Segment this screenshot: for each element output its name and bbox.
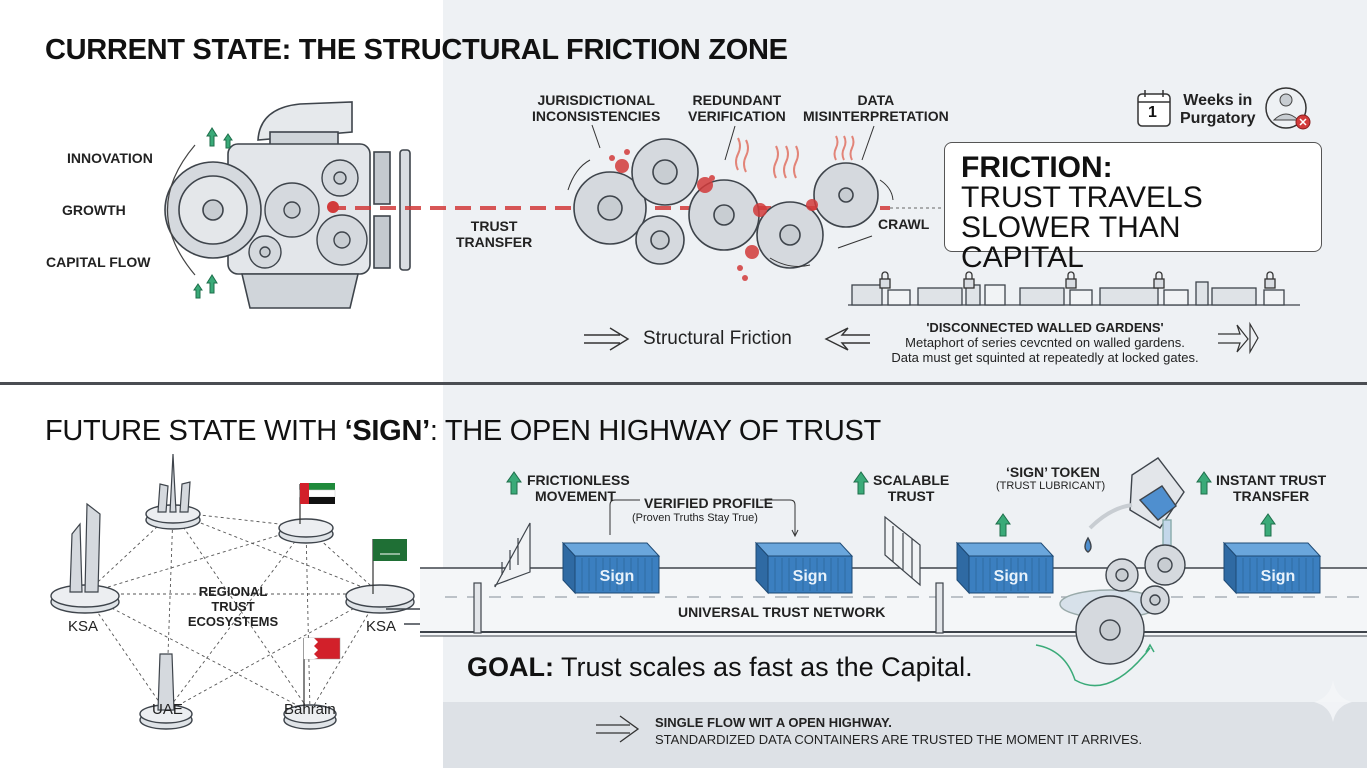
token-title: ‘SIGN’ TOKEN — [1006, 464, 1100, 480]
trust-transfer-label: TRUST TRANSFER — [456, 218, 533, 250]
sparkle-icon — [1314, 680, 1352, 722]
sign-container: Sign — [561, 541, 661, 595]
benefit-frictionless: FRICTIONLESS MOVEMENT — [527, 472, 630, 504]
engine-gear-large — [164, 161, 262, 259]
future-state-title: FUTURE STATE WITH ‘SIGN’: THE OPEN HIGHW… — [45, 415, 881, 447]
universal-network-label: UNIVERSAL TRUST NETWORK — [678, 604, 886, 620]
friction-point-jurisdictional: JURISDICTIONAL INCONSISTENCIES — [532, 92, 661, 124]
double-arrow-right-icon — [596, 715, 640, 743]
sign-container: Sign — [955, 541, 1055, 595]
bahrain-flag — [303, 637, 341, 712]
friction-line-2: SLOWER THAN CAPITAL — [961, 211, 1181, 274]
city-towers — [69, 453, 191, 711]
regional-network-diagram — [50, 453, 440, 730]
sign-container: Sign — [1222, 541, 1322, 595]
section-divider — [0, 382, 1367, 385]
container-label: Sign — [994, 568, 1029, 585]
user-blocked-icon — [1265, 87, 1311, 130]
token-subtitle: (TRUST LUBRICANT) — [996, 480, 1106, 492]
friction-callout: FRICTION: TRUST TRAVELS SLOWER THAN CAPI… — [944, 142, 1322, 273]
uae-flag — [299, 483, 336, 524]
lubricated-gears — [1059, 544, 1186, 665]
node-bahrain: Bahrain — [284, 701, 336, 718]
sign-container: Sign — [754, 541, 854, 595]
calendar-icon — [1137, 90, 1171, 127]
sign-containers: Sign Sign Sign Sign — [561, 541, 1322, 595]
benefit-instant: INSTANT TRUST TRANSFER — [1216, 472, 1327, 504]
walled-gardens-illustration — [848, 281, 1300, 306]
friction-line-1: TRUST TRAVELS — [961, 181, 1203, 214]
calendar-number: 1 — [1148, 104, 1157, 121]
open-gate — [473, 522, 531, 634]
capital-flow-label: CAPITAL FLOW — [46, 254, 151, 270]
network-center-label: REGIONAL TRUST ECOSYSTEMS — [187, 584, 279, 629]
friction-heading: FRICTION: — [961, 151, 1113, 184]
footer-band — [443, 702, 1367, 768]
weeks-in-purgatory: Weeks in Purgatory — [1180, 92, 1256, 127]
open-gate — [884, 515, 944, 634]
structural-friction-label: Structural Friction — [643, 328, 792, 349]
growth-label: GROWTH — [62, 202, 126, 218]
innovation-label: INNOVATION — [67, 150, 153, 166]
walled-gardens-caption: 'DISCONNECTED WALLED GARDENS' Metaphort … — [891, 320, 1199, 365]
friction-gear-cluster — [573, 138, 879, 269]
saudi-flag — [372, 539, 407, 594]
blocked-arrows-icon — [1218, 321, 1259, 355]
footer-caption: SINGLE FLOW WIT A OPEN HIGHWAY. STANDARD… — [655, 715, 1143, 747]
container-label: Sign — [600, 568, 635, 585]
benefit-scalable: SCALABLE TRUST — [873, 472, 950, 504]
node-uae: UAE — [152, 701, 183, 718]
container-label: Sign — [1261, 568, 1296, 585]
node-ksa-right: KSA — [366, 618, 397, 635]
container-label: Sign — [793, 568, 828, 585]
verified-profile-subtitle: (Proven Truths Stay True) — [632, 512, 758, 524]
verified-profile-title: VERIFIED PROFILE — [644, 495, 774, 511]
engine-illustration — [164, 87, 1311, 355]
arrow-left-icon — [824, 327, 870, 351]
double-arrow-right-icon — [584, 327, 630, 351]
growth-arrows — [506, 471, 1276, 537]
padlock-icons — [879, 271, 1276, 289]
friction-point-data: DATA MISINTERPRETATION — [803, 92, 949, 124]
current-state-title: CURRENT STATE: THE STRUCTURAL FRICTION Z… — [45, 34, 788, 66]
goal-statement: GOAL: Trust scales as fast as the Capita… — [467, 652, 973, 682]
friction-point-redundant: REDUNDANT VERIFICATION — [688, 92, 786, 124]
node-ksa-left: KSA — [68, 618, 99, 635]
crawl-label: CRAWL — [878, 216, 930, 232]
network-platforms — [50, 504, 415, 730]
